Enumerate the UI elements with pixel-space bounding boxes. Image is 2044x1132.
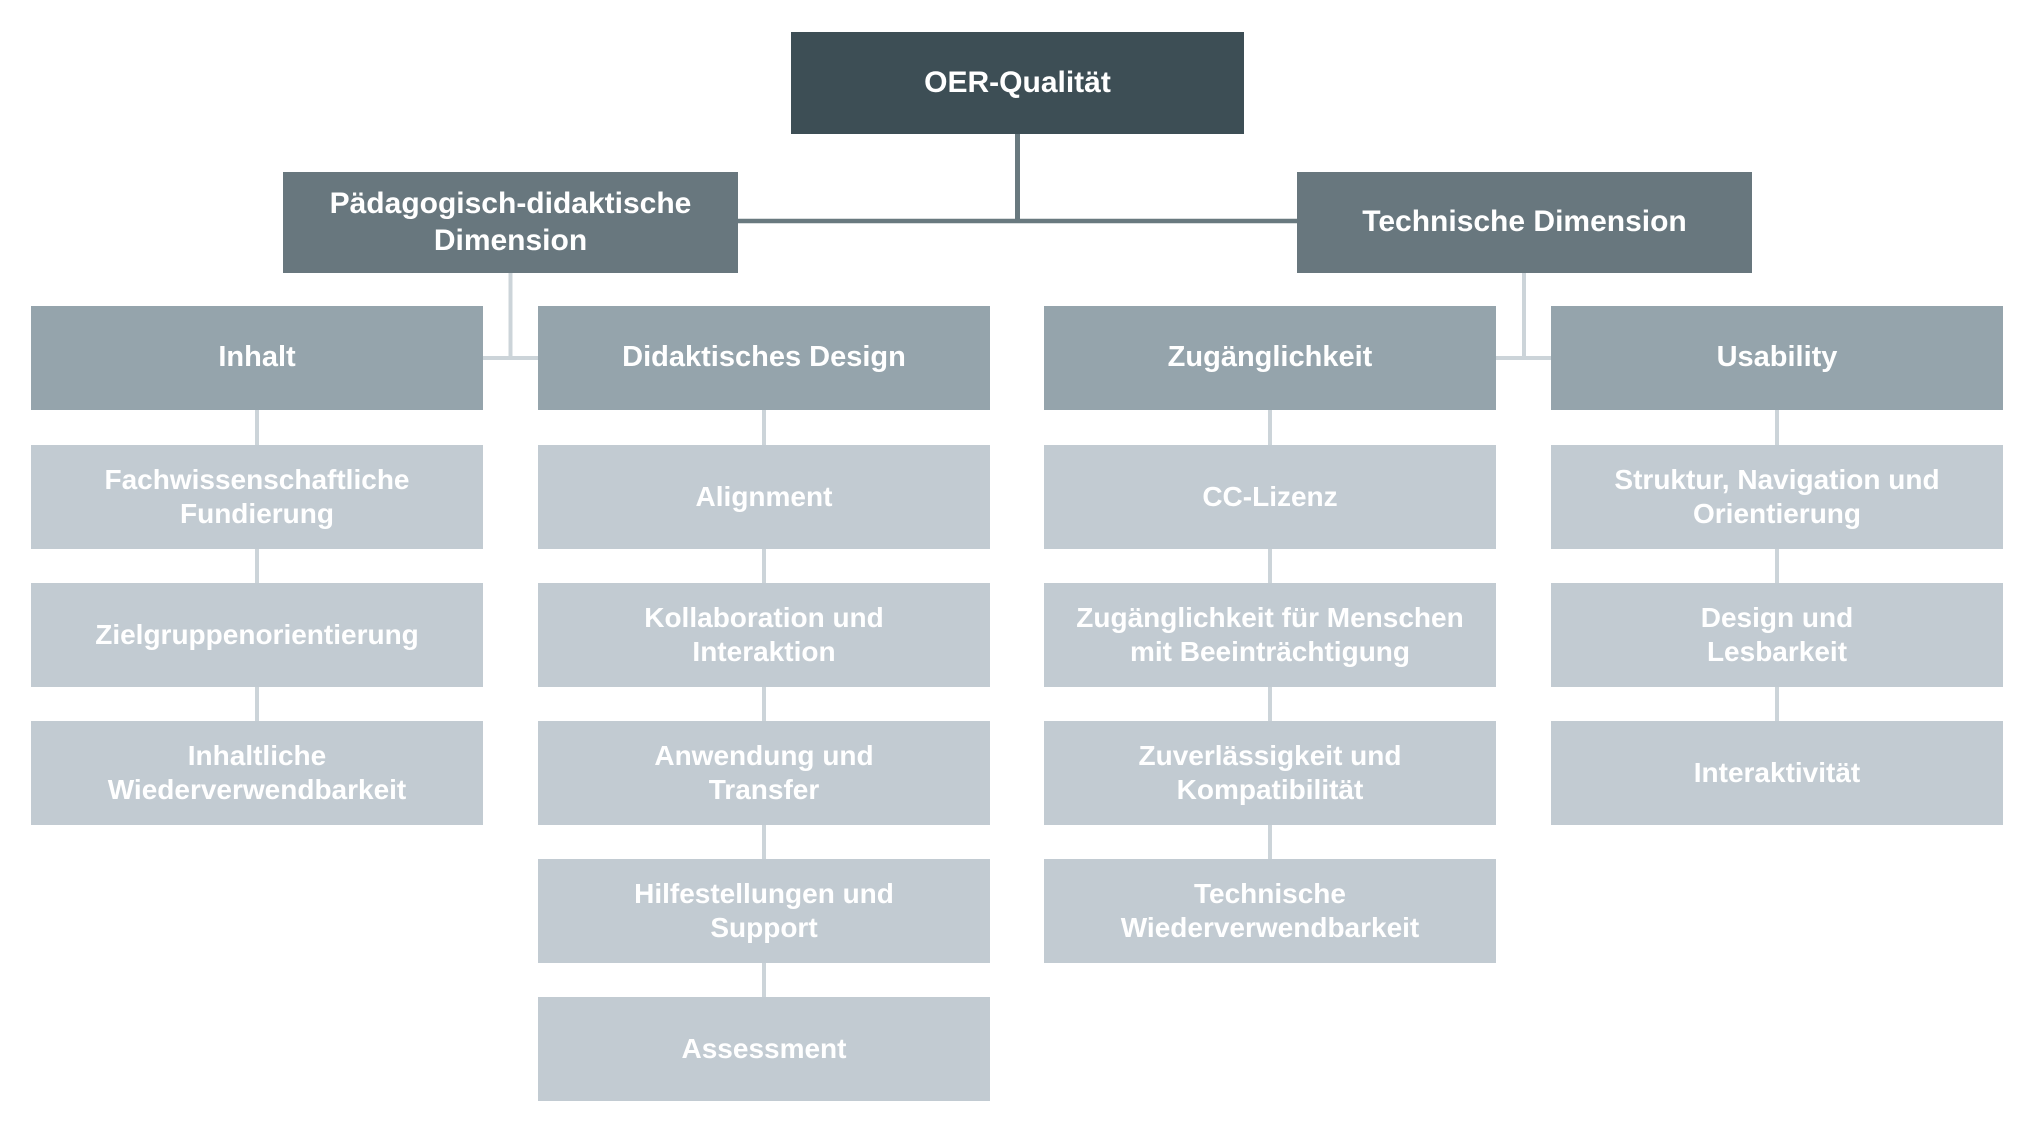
node-zugaenglichkeit: Zugänglichkeit [1044, 306, 1496, 410]
node-interaktivitaet: Interaktivität [1551, 721, 2003, 825]
node-zielgruppenorientierung: Zielgruppenorientierung [31, 583, 483, 687]
node-label: OER-Qualität [924, 65, 1111, 99]
node-label: Assessment [681, 1032, 847, 1064]
node-fachwissenschaftliche-fundierung: Fachwissenschaftliche Fundierung [31, 445, 483, 549]
node-zugaenglichkeit-fuer-menschen-mit-beeintraechtigung: Zugänglichkeit für Menschen mit Beeinträ… [1044, 583, 1496, 687]
node-hilfestellungen-und-support: Hilfestellungen und Support [538, 859, 990, 963]
node-zuverlaessigkeit-und-kompatibilitaet: Zuverlässigkeit und Kompatibilität [1044, 721, 1496, 825]
node-kollaboration-und-interaktion: Kollaboration und Interaktion [538, 583, 990, 687]
node-label: Kollaboration und Interaktion [644, 601, 884, 667]
node-label: Alignment [695, 480, 833, 512]
node-label: Usability [1716, 341, 1838, 374]
node-label: Pädagogisch-didaktische Dimension [329, 186, 692, 257]
node-label: Anwendung und Transfer [654, 739, 874, 805]
node-label: Inhaltliche Wiederverwendbarkeit [107, 739, 407, 805]
node-label: CC-Lizenz [1202, 480, 1338, 512]
node-usability: Usability [1551, 306, 2003, 410]
node-didaktisches-design: Didaktisches Design [538, 306, 990, 410]
node-alignment: Alignment [538, 445, 990, 549]
node-struktur-navigation-und-orientierung: Struktur, Navigation und Orientierung [1551, 445, 2003, 549]
node-label: Hilfestellungen und Support [634, 877, 894, 943]
node-oer-qualitaet: OER-Qualität [791, 32, 1244, 134]
node-label: Zugänglichkeit [1167, 341, 1373, 374]
node-assessment: Assessment [538, 997, 990, 1101]
node-label: Interaktivität [1693, 756, 1861, 788]
node-label: Inhalt [218, 341, 296, 374]
node-technische-dimension: Technische Dimension [1297, 172, 1752, 273]
node-design-und-lesbarkeit: Design und Lesbarkeit [1551, 583, 2003, 687]
node-label: Technische Dimension [1362, 205, 1687, 239]
node-label: Technische Wiederverwendbarkeit [1120, 877, 1420, 943]
node-inhaltliche-wiederverwendbarkeit: Inhaltliche Wiederverwendbarkeit [31, 721, 483, 825]
node-inhalt: Inhalt [31, 306, 483, 410]
node-label: Design und Lesbarkeit [1700, 601, 1854, 667]
node-label: Zugänglichkeit für Menschen mit Beeinträ… [1076, 601, 1464, 667]
node-label: Fachwissenschaftliche Fundierung [104, 463, 410, 529]
node-anwendung-und-transfer: Anwendung und Transfer [538, 721, 990, 825]
node-cc-lizenz: CC-Lizenz [1044, 445, 1496, 549]
node-label: Zielgruppenorientierung [95, 618, 419, 650]
node-label: Struktur, Navigation und Orientierung [1614, 463, 1940, 529]
node-label: Didaktisches Design [622, 341, 906, 374]
node-paedagogisch-didaktische-dimension: Pädagogisch-didaktische Dimension [283, 172, 738, 273]
node-label: Zuverlässigkeit und Kompatibilität [1138, 739, 1402, 805]
node-technische-wiederverwendbarkeit: Technische Wiederverwendbarkeit [1044, 859, 1496, 963]
